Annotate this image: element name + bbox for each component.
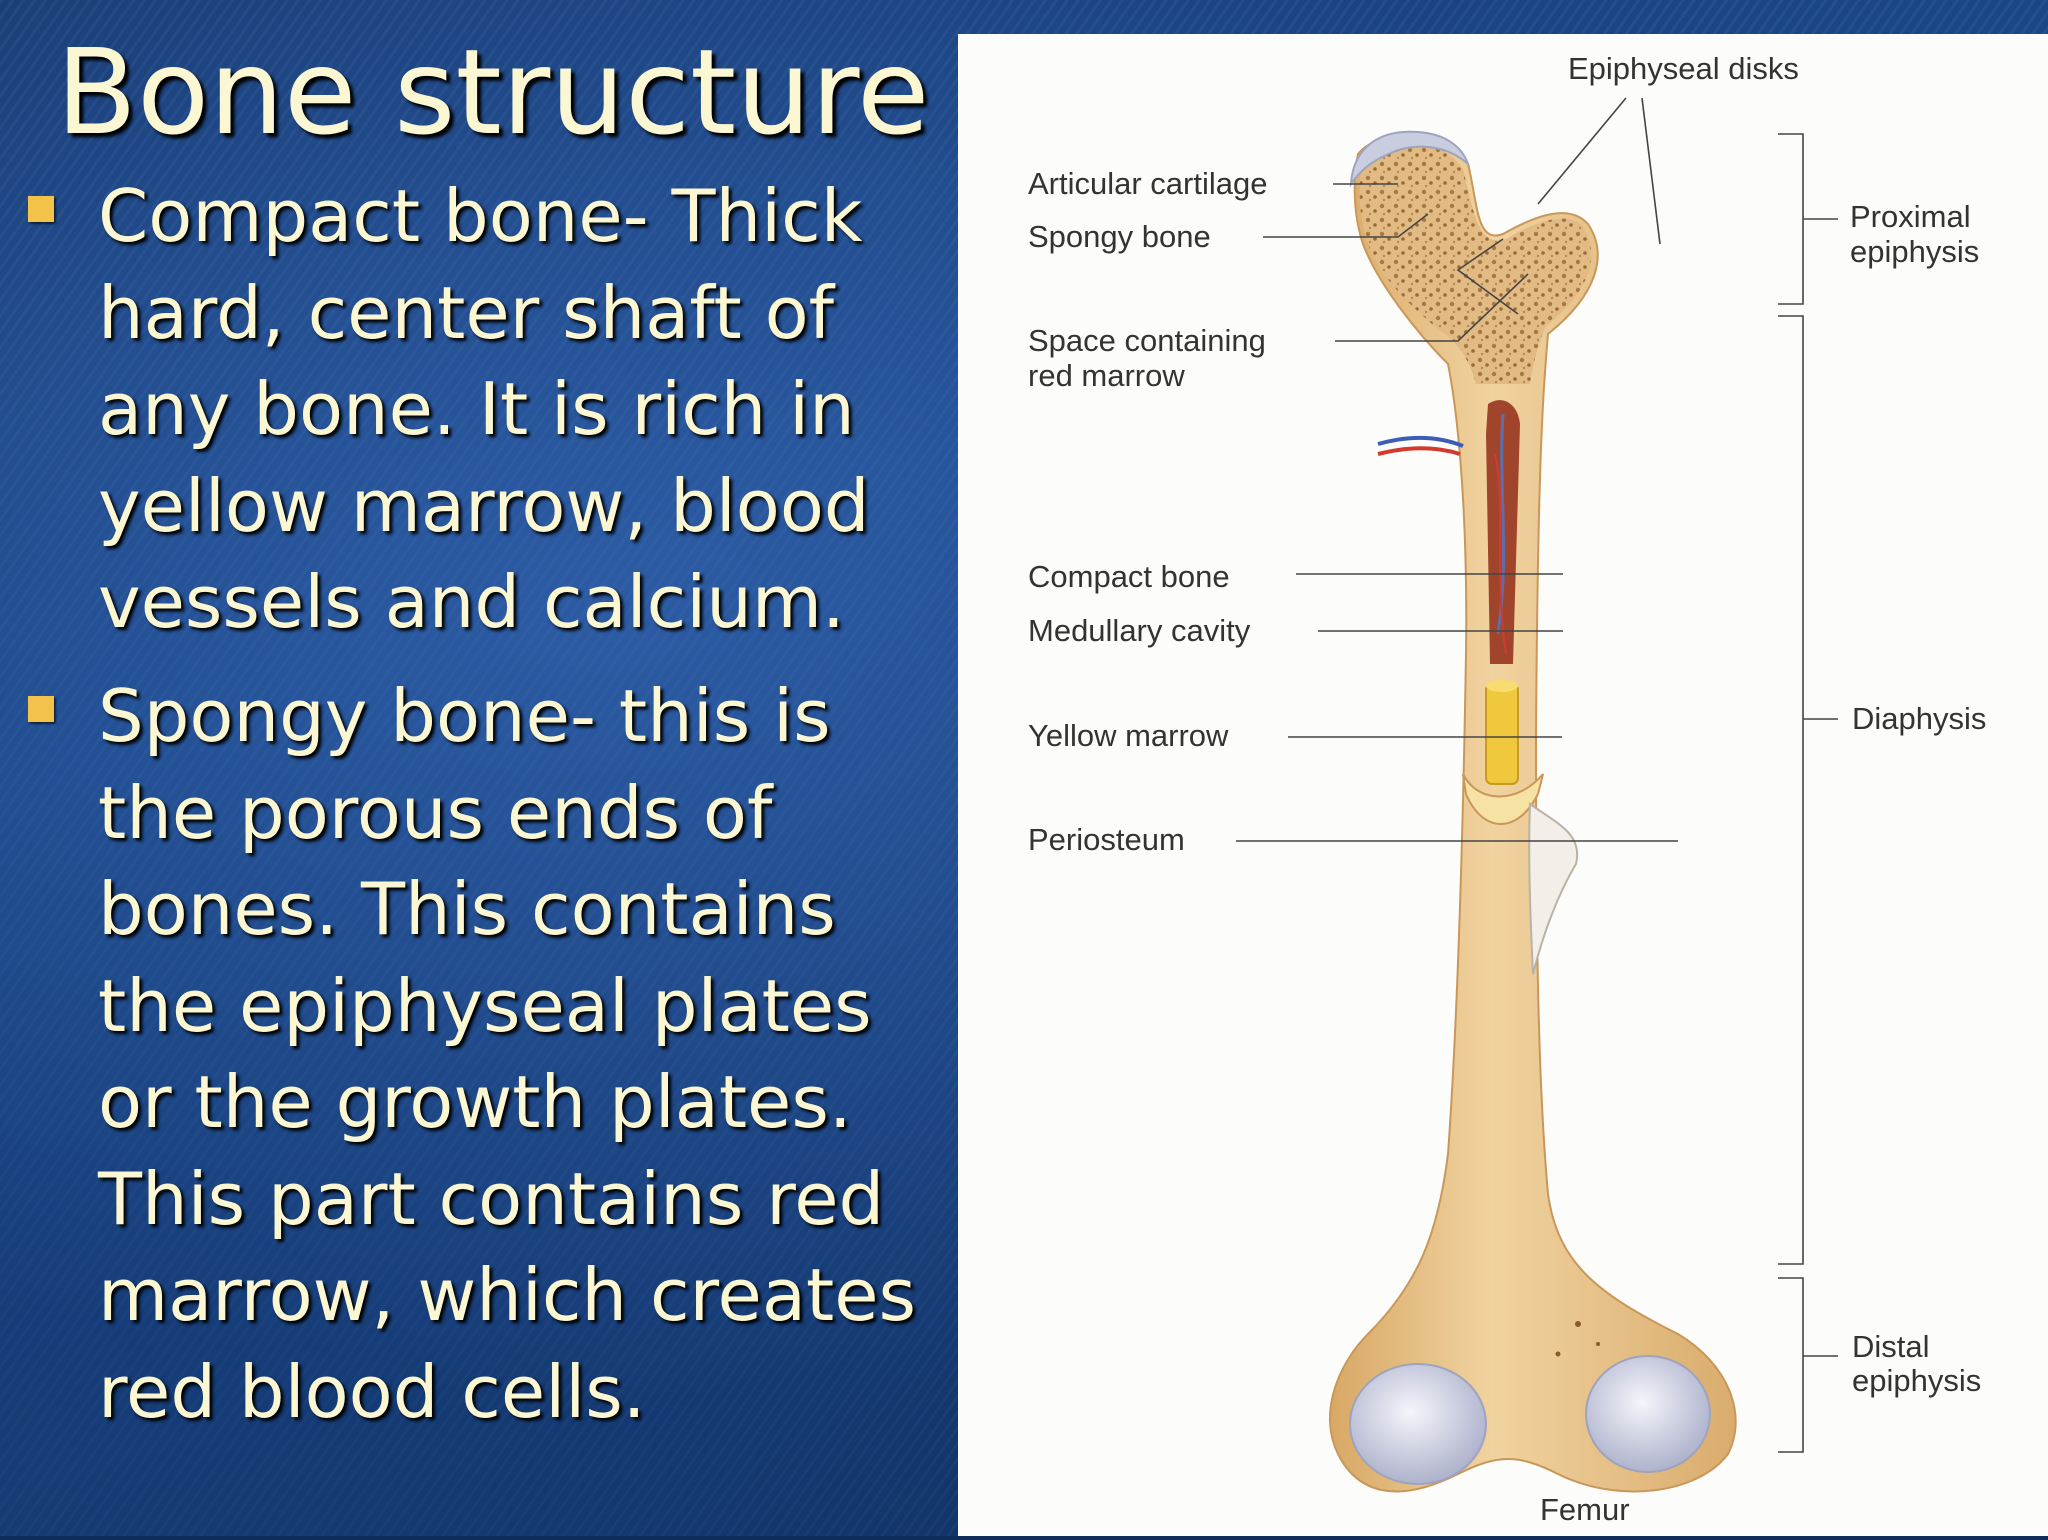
label-space-containing: Space containing [1028,323,1266,358]
label-periosteum: Periosteum [1028,822,1185,857]
label-epiphyseal-disks: Epiphyseal disks [1568,51,1799,86]
label-spongy-bone: Spongy bone [1028,219,1211,254]
bullet-spongy-bone: Spongy bone- this is the porous ends of … [98,674,917,1434]
femur-diagram-panel: Epiphyseal disks Articular cartilage Spo… [958,34,2048,1536]
label-proximal-epiphysis: epiphysis [1850,234,1979,269]
label-distal: Distal [1852,1329,1930,1364]
label-femur: Femur [1540,1492,1630,1527]
label-yellow-marrow: Yellow marrow [1028,718,1229,753]
label-diaphysis: Diaphysis [1852,701,1986,736]
label-red-marrow: red marrow [1028,358,1185,393]
label-proximal: Proximal [1850,199,1971,234]
label-articular-cartilage: Articular cartilage [1028,166,1267,201]
bullet-marker-icon [28,196,54,222]
label-medullary-cavity: Medullary cavity [1028,613,1251,648]
label-distal-epiphysis: epiphysis [1852,1363,1981,1398]
bullet-compact-bone: Compact bone- Thick hard, center shaft o… [98,174,870,644]
slide-title: Bone structure [56,23,930,161]
label-compact-bone: Compact bone [1028,559,1230,594]
femur-diagram: Epiphyseal disks Articular cartilage Spo… [1028,51,1986,1527]
bullet-marker-icon [28,696,54,722]
leader-lines [1236,97,1838,1453]
femur-bone [1329,130,1737,1493]
